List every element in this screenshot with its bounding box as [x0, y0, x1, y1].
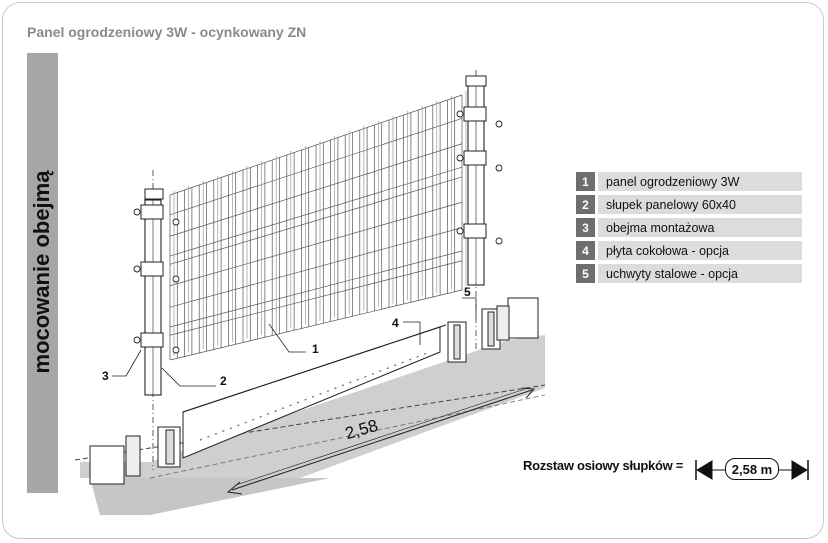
legend-number: 4 — [576, 241, 595, 260]
callout-5: 5 — [464, 285, 471, 299]
steel-holders — [157, 308, 501, 468]
ground-shade — [90, 478, 330, 515]
legend-text: uchwyty stalowe - opcja — [598, 264, 802, 283]
post-bases — [89, 297, 539, 485]
legend-number: 1 — [576, 172, 595, 191]
post-spacing: Rozstaw osiowy słupków = — [523, 458, 689, 473]
legend-text: płyta cokołowa - opcja — [598, 241, 802, 260]
legend: 1 panel ogrodzeniowy 3W 2 słupek panelow… — [576, 172, 802, 287]
side-bar — [27, 53, 58, 493]
legend-item: 4 płyta cokołowa - opcja — [576, 241, 802, 260]
post-right — [463, 75, 487, 286]
legend-item: 3 obejma montażowa — [576, 218, 802, 237]
base-plate — [182, 324, 447, 459]
legend-item: 5 uchwyty stalowe - opcja — [576, 264, 802, 283]
legend-number: 3 — [576, 218, 595, 237]
fence-panel — [169, 91, 467, 361]
callout-3: 3 — [102, 369, 109, 383]
ground-strip — [80, 335, 545, 478]
callout-2: 2 — [220, 374, 227, 388]
ground-dash-front — [74, 384, 546, 461]
legend-item: 2 słupek panelowy 60x40 — [576, 195, 802, 214]
callout-4: 4 — [392, 316, 399, 330]
callout-1: 1 — [312, 342, 319, 356]
legend-text: słupek panelowy 60x40 — [598, 195, 802, 214]
callout-leaders — [112, 297, 477, 387]
post-spacing-value: 2,58 m — [725, 458, 779, 480]
page-title: Panel ogrodzeniowy 3W - ocynkowany ZN — [27, 24, 307, 40]
ground-dash-back — [149, 394, 546, 479]
post-spacing-label: Rozstaw osiowy słupków = — [523, 458, 684, 473]
legend-text: panel ogrodzeniowy 3W — [598, 172, 802, 191]
legend-number: 2 — [576, 195, 595, 214]
legend-item: 1 panel ogrodzeniowy 3W — [576, 172, 802, 191]
dimension-line — [226, 387, 536, 495]
legend-text: obejma montażowa — [598, 218, 802, 237]
clamp-bolts — [133, 110, 503, 354]
legend-number: 5 — [576, 264, 595, 283]
post-left — [140, 188, 164, 396]
